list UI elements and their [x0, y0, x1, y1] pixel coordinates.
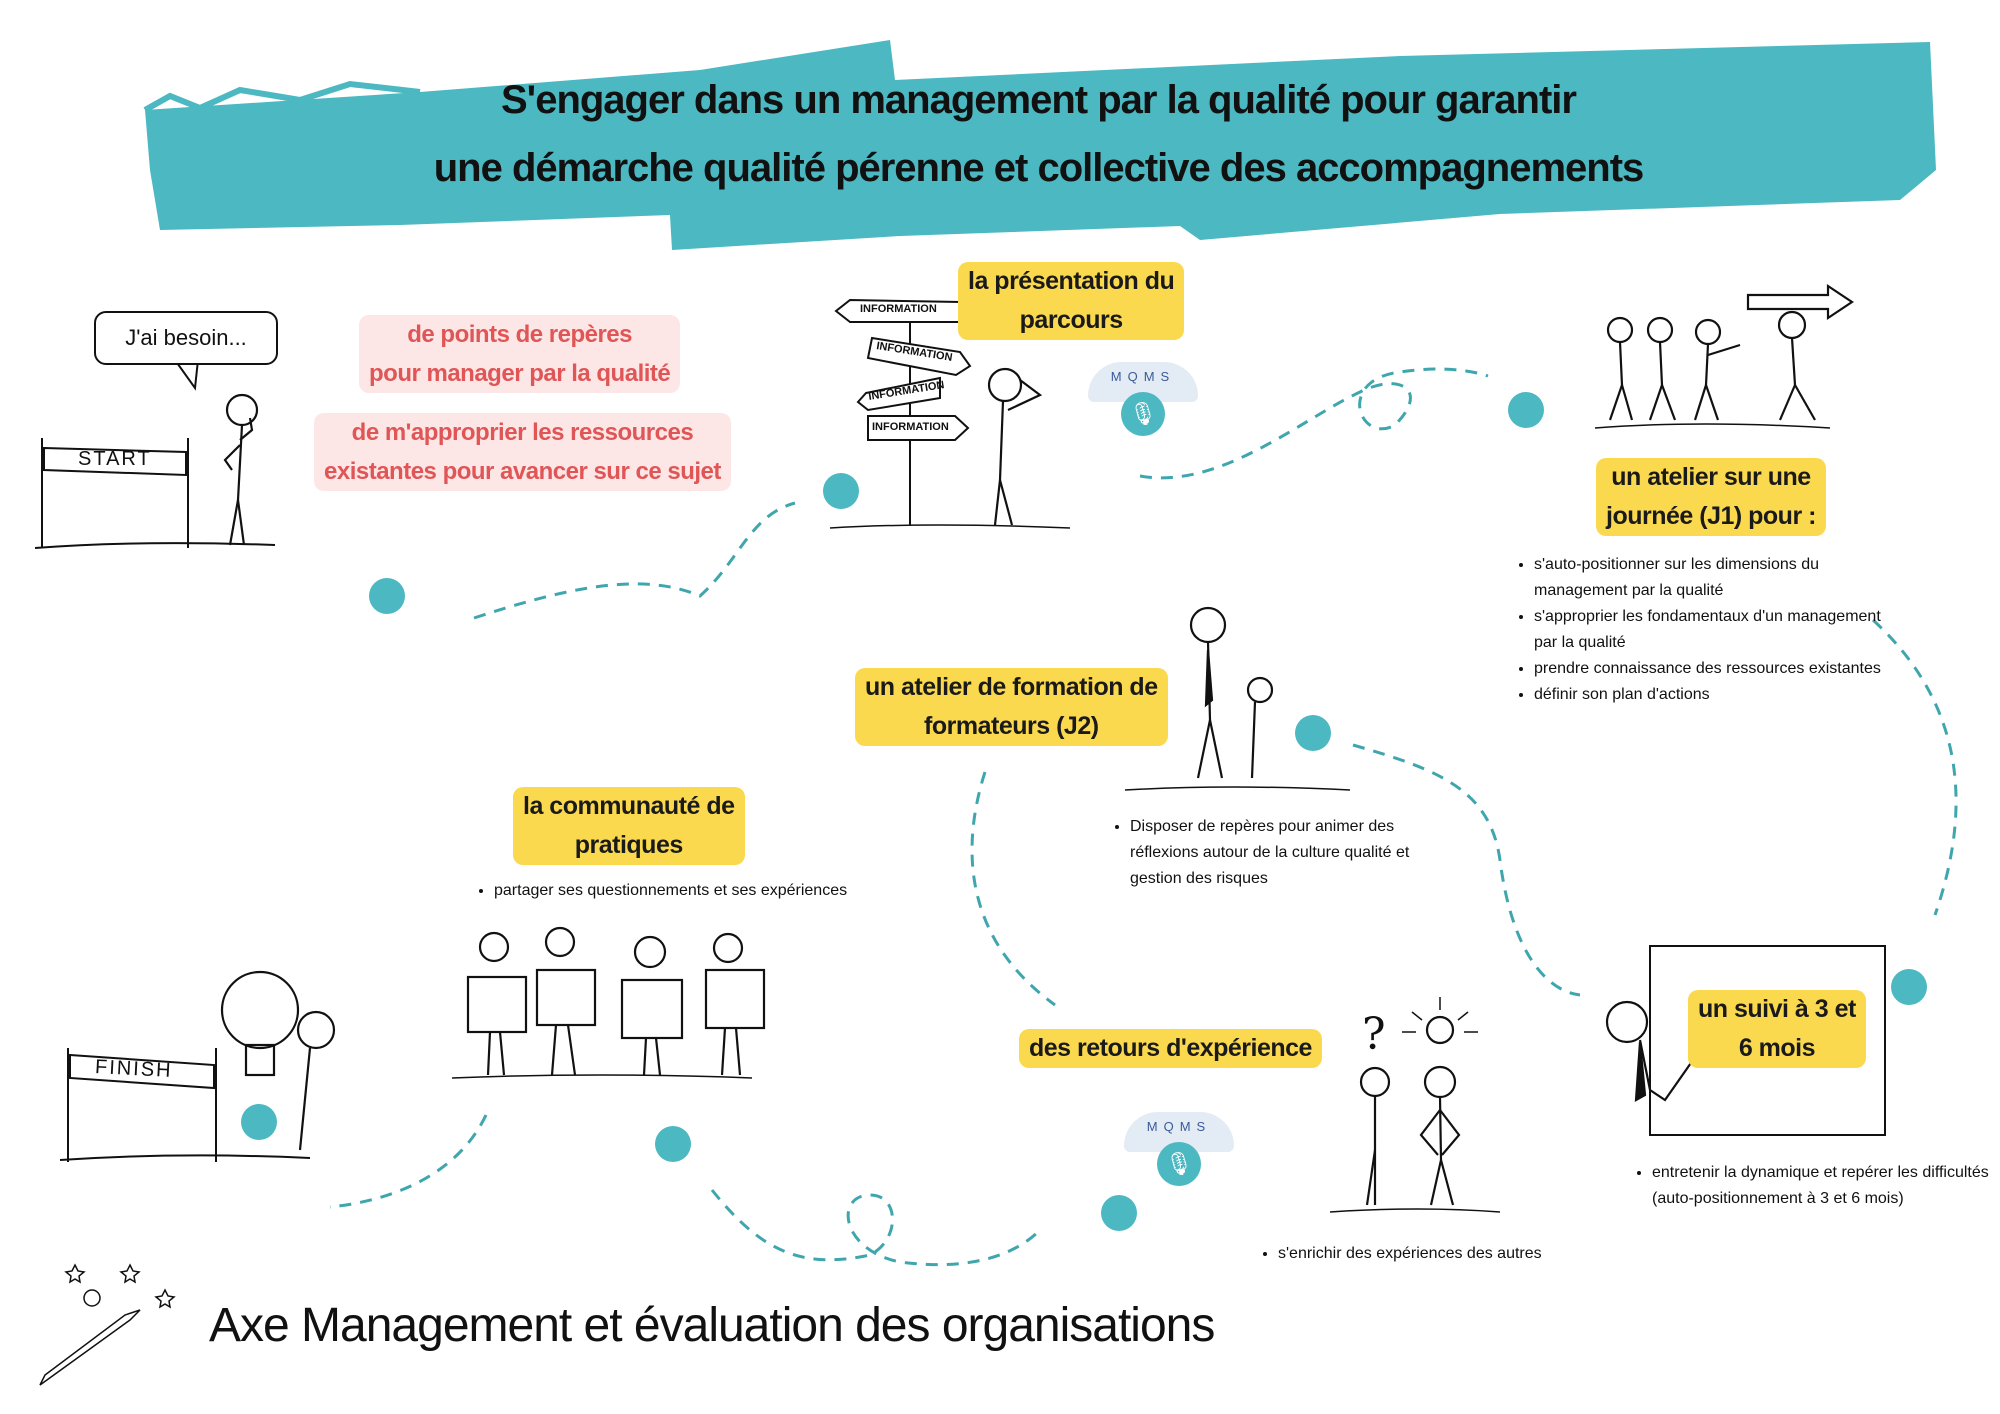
- speech-bubble: J'ai besoin...: [94, 311, 278, 365]
- need-2-line-1: de m'approprier les ressources: [351, 419, 694, 446]
- milestone-dot: [655, 1126, 691, 1162]
- start-sign-label: START: [78, 448, 152, 470]
- finish-sign-illustration: [59, 1048, 311, 1162]
- stick-figures: [220, 283, 1854, 1206]
- step-atelier-j2-line-1: un atelier de formation de: [865, 673, 1158, 701]
- need-2-line-2: existantes pour avancer sur ce sujet: [324, 458, 721, 485]
- milestone-dot: [823, 473, 859, 509]
- atelier-j1-bullets: s'auto-positionner sur les dimensions du…: [1512, 552, 1904, 708]
- step-communaute-line-1: la communauté de: [523, 792, 735, 820]
- step-atelier-j2-label: un atelier de formation de formateurs (J…: [855, 668, 1168, 746]
- need-1-label: de points de repères pour manager par la…: [359, 315, 681, 393]
- lightbulb-icon: [1402, 997, 1478, 1033]
- mqms-podcast-logo: MQMS 🎙: [1124, 1112, 1234, 1192]
- mqms-podcast-logo: MQMS 🎙: [1088, 362, 1198, 442]
- retours-bullets: s'enrichir des expériences des autres: [1256, 1241, 1598, 1267]
- presentation-board: [1649, 945, 1886, 1136]
- stick-figures-walking: [1606, 283, 1854, 421]
- milestone-dot: [1891, 969, 1927, 1005]
- signpost-illustration: [834, 298, 972, 525]
- stick-figure-key: [1189, 606, 1274, 779]
- bullet-item: s'enrichir des expériences des autres: [1278, 1241, 1598, 1267]
- step-suivi-line-1: un suivi à 3 et: [1698, 995, 1856, 1023]
- bullet-item: s'approprier les fondamentaux d'un manag…: [1534, 604, 1904, 656]
- step-presentation-line-1: la présentation du: [968, 267, 1175, 295]
- milestone-dot: [369, 578, 405, 614]
- step-presentation-label: la présentation du parcours: [958, 262, 1185, 340]
- step-presentation-line-2: parcours: [1019, 306, 1123, 334]
- bubble-tail: [174, 359, 199, 391]
- page-title-line-2: une démarche qualité pérenne et collecti…: [433, 146, 1645, 190]
- bullet-item: définir son plan d'actions: [1534, 682, 1904, 708]
- step-communaute-label: la communauté de pratiques: [513, 787, 745, 865]
- bullet-item: prendre connaissance des ressources exis…: [1534, 656, 1904, 682]
- title-banner: [143, 40, 1936, 250]
- step-communaute-line-2: pratiques: [574, 831, 684, 859]
- milestone-dot: [1101, 1195, 1137, 1231]
- stick-figure-signpost: [987, 367, 1043, 526]
- finish-sign-label: FINISH: [94, 1055, 174, 1083]
- step-suivi-line-2: 6 mois: [1738, 1034, 1816, 1062]
- start-sign-illustration: [34, 438, 276, 549]
- ground-lines: [451, 423, 1831, 1213]
- stick-figures-retours: [1359, 1015, 1461, 1206]
- milestone-dot: [1295, 715, 1331, 751]
- microphone-icon: 🎙: [1157, 1142, 1201, 1186]
- stick-figure-presenter: [1605, 1000, 1701, 1102]
- milestone-dot: [241, 1104, 277, 1140]
- milestone-dots: [241, 392, 1927, 1231]
- milestone-dot: [1508, 392, 1544, 428]
- footer-axis-title: Axe Management et évaluation des organis…: [209, 1299, 1215, 1352]
- journey-path: [329, 367, 1958, 1267]
- signpost-label-4: INFORMATION: [872, 421, 949, 433]
- step-atelier-j1-line-2: journée (J1) pour :: [1606, 502, 1816, 530]
- suivi-bullets: entretenir la dynamique et repérer les d…: [1630, 1160, 1992, 1212]
- need-1-line-2: pour manager par la qualité: [369, 360, 671, 387]
- signpost-label-1: INFORMATION: [860, 303, 937, 315]
- step-retours-label: des retours d'expérience: [1019, 1029, 1322, 1068]
- microphone-icon: 🎙: [1121, 392, 1165, 436]
- stick-figures-community: [466, 926, 766, 1076]
- need-2-label: de m'approprier les ressources existante…: [314, 413, 731, 491]
- step-atelier-j1-label: un atelier sur une journée (J1) pour :: [1596, 458, 1826, 536]
- atelier-j2-bullets: Disposer de repères pour animer des réfl…: [1108, 814, 1420, 892]
- bullet-item: s'auto-positionner sur les dimensions du…: [1534, 552, 1904, 604]
- question-mark-icon: ?: [1362, 1009, 1386, 1060]
- bullet-item: entretenir la dynamique et repérer les d…: [1652, 1160, 1992, 1212]
- rocket-icon: [39, 1263, 176, 1386]
- step-atelier-j1-line-1: un atelier sur une: [1611, 463, 1811, 491]
- bullet-item: Disposer de repères pour animer des réfl…: [1130, 814, 1420, 892]
- stick-figure-start: [223, 393, 259, 546]
- step-suivi-label: un suivi à 3 et 6 mois: [1688, 990, 1866, 1068]
- page-title-line-1: S'engager dans un management par la qual…: [501, 78, 1577, 122]
- communaute-bullets: partager ses questionnements et ses expé…: [472, 878, 854, 904]
- bullet-item: partager ses questionnements et ses expé…: [494, 878, 854, 904]
- need-1-line-1: de points de repères: [407, 321, 632, 348]
- stick-figure-finish: [220, 970, 336, 1151]
- step-atelier-j2-line-2: formateurs (J2): [924, 712, 1099, 740]
